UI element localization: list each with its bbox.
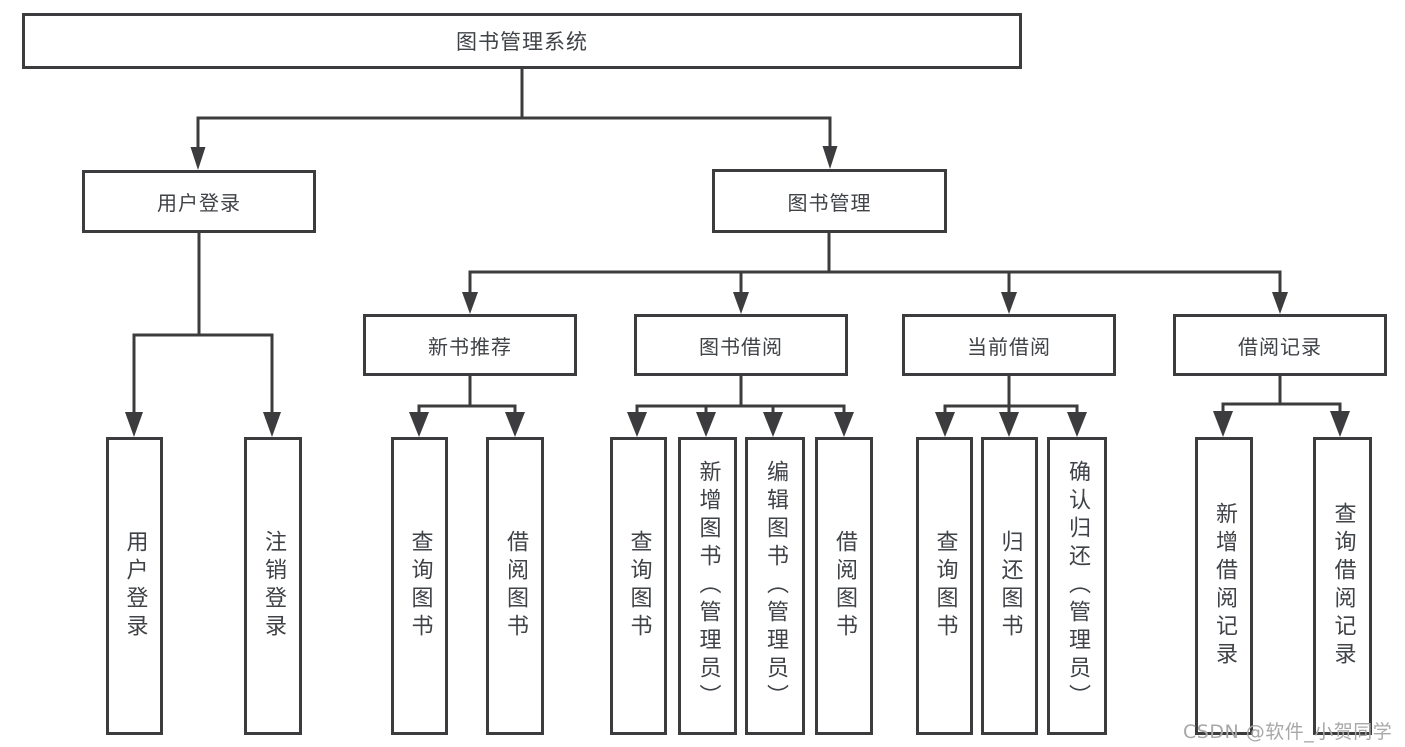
leaf-current-query-book: 查询图书 — [916, 437, 973, 735]
leaf-current-return-book: 归还图书 — [981, 437, 1038, 735]
leaf-recommend-borrow-book: 借阅图书 — [486, 437, 544, 735]
leaf-borrowing-borrow-book: 借阅图书 — [815, 437, 873, 735]
leaf-borrowing-edit-book-admin: 编辑图书（管理员） — [745, 437, 805, 735]
node-library-management-system: 图书管理系统 — [22, 13, 1022, 69]
leaf-borrowing-query-book: 查询图书 — [610, 437, 667, 735]
node-new-book-recommendation: 新书推荐 — [363, 314, 577, 376]
leaf-logout-login: 注销登录 — [244, 437, 302, 735]
leaf-records-query-borrow-record: 查询借阅记录 — [1313, 437, 1372, 735]
node-book-borrowing: 图书借阅 — [634, 314, 848, 376]
node-user-login: 用户登录 — [82, 170, 316, 233]
leaf-user-login: 用户登录 — [106, 437, 163, 735]
leaf-current-confirm-return-admin: 确认归还（管理员） — [1047, 437, 1107, 735]
node-current-borrowing: 当前借阅 — [902, 314, 1116, 376]
node-borrowing-records: 借阅记录 — [1173, 314, 1387, 376]
node-book-management: 图书管理 — [712, 169, 947, 233]
leaf-recommend-query-book: 查询图书 — [391, 437, 448, 735]
leaf-borrowing-add-book-admin: 新增图书（管理员） — [678, 437, 737, 735]
leaf-records-add-borrow-record: 新增借阅记录 — [1195, 437, 1253, 735]
csdn-watermark: CSDN @软件_小贺同学 — [1183, 721, 1393, 743]
